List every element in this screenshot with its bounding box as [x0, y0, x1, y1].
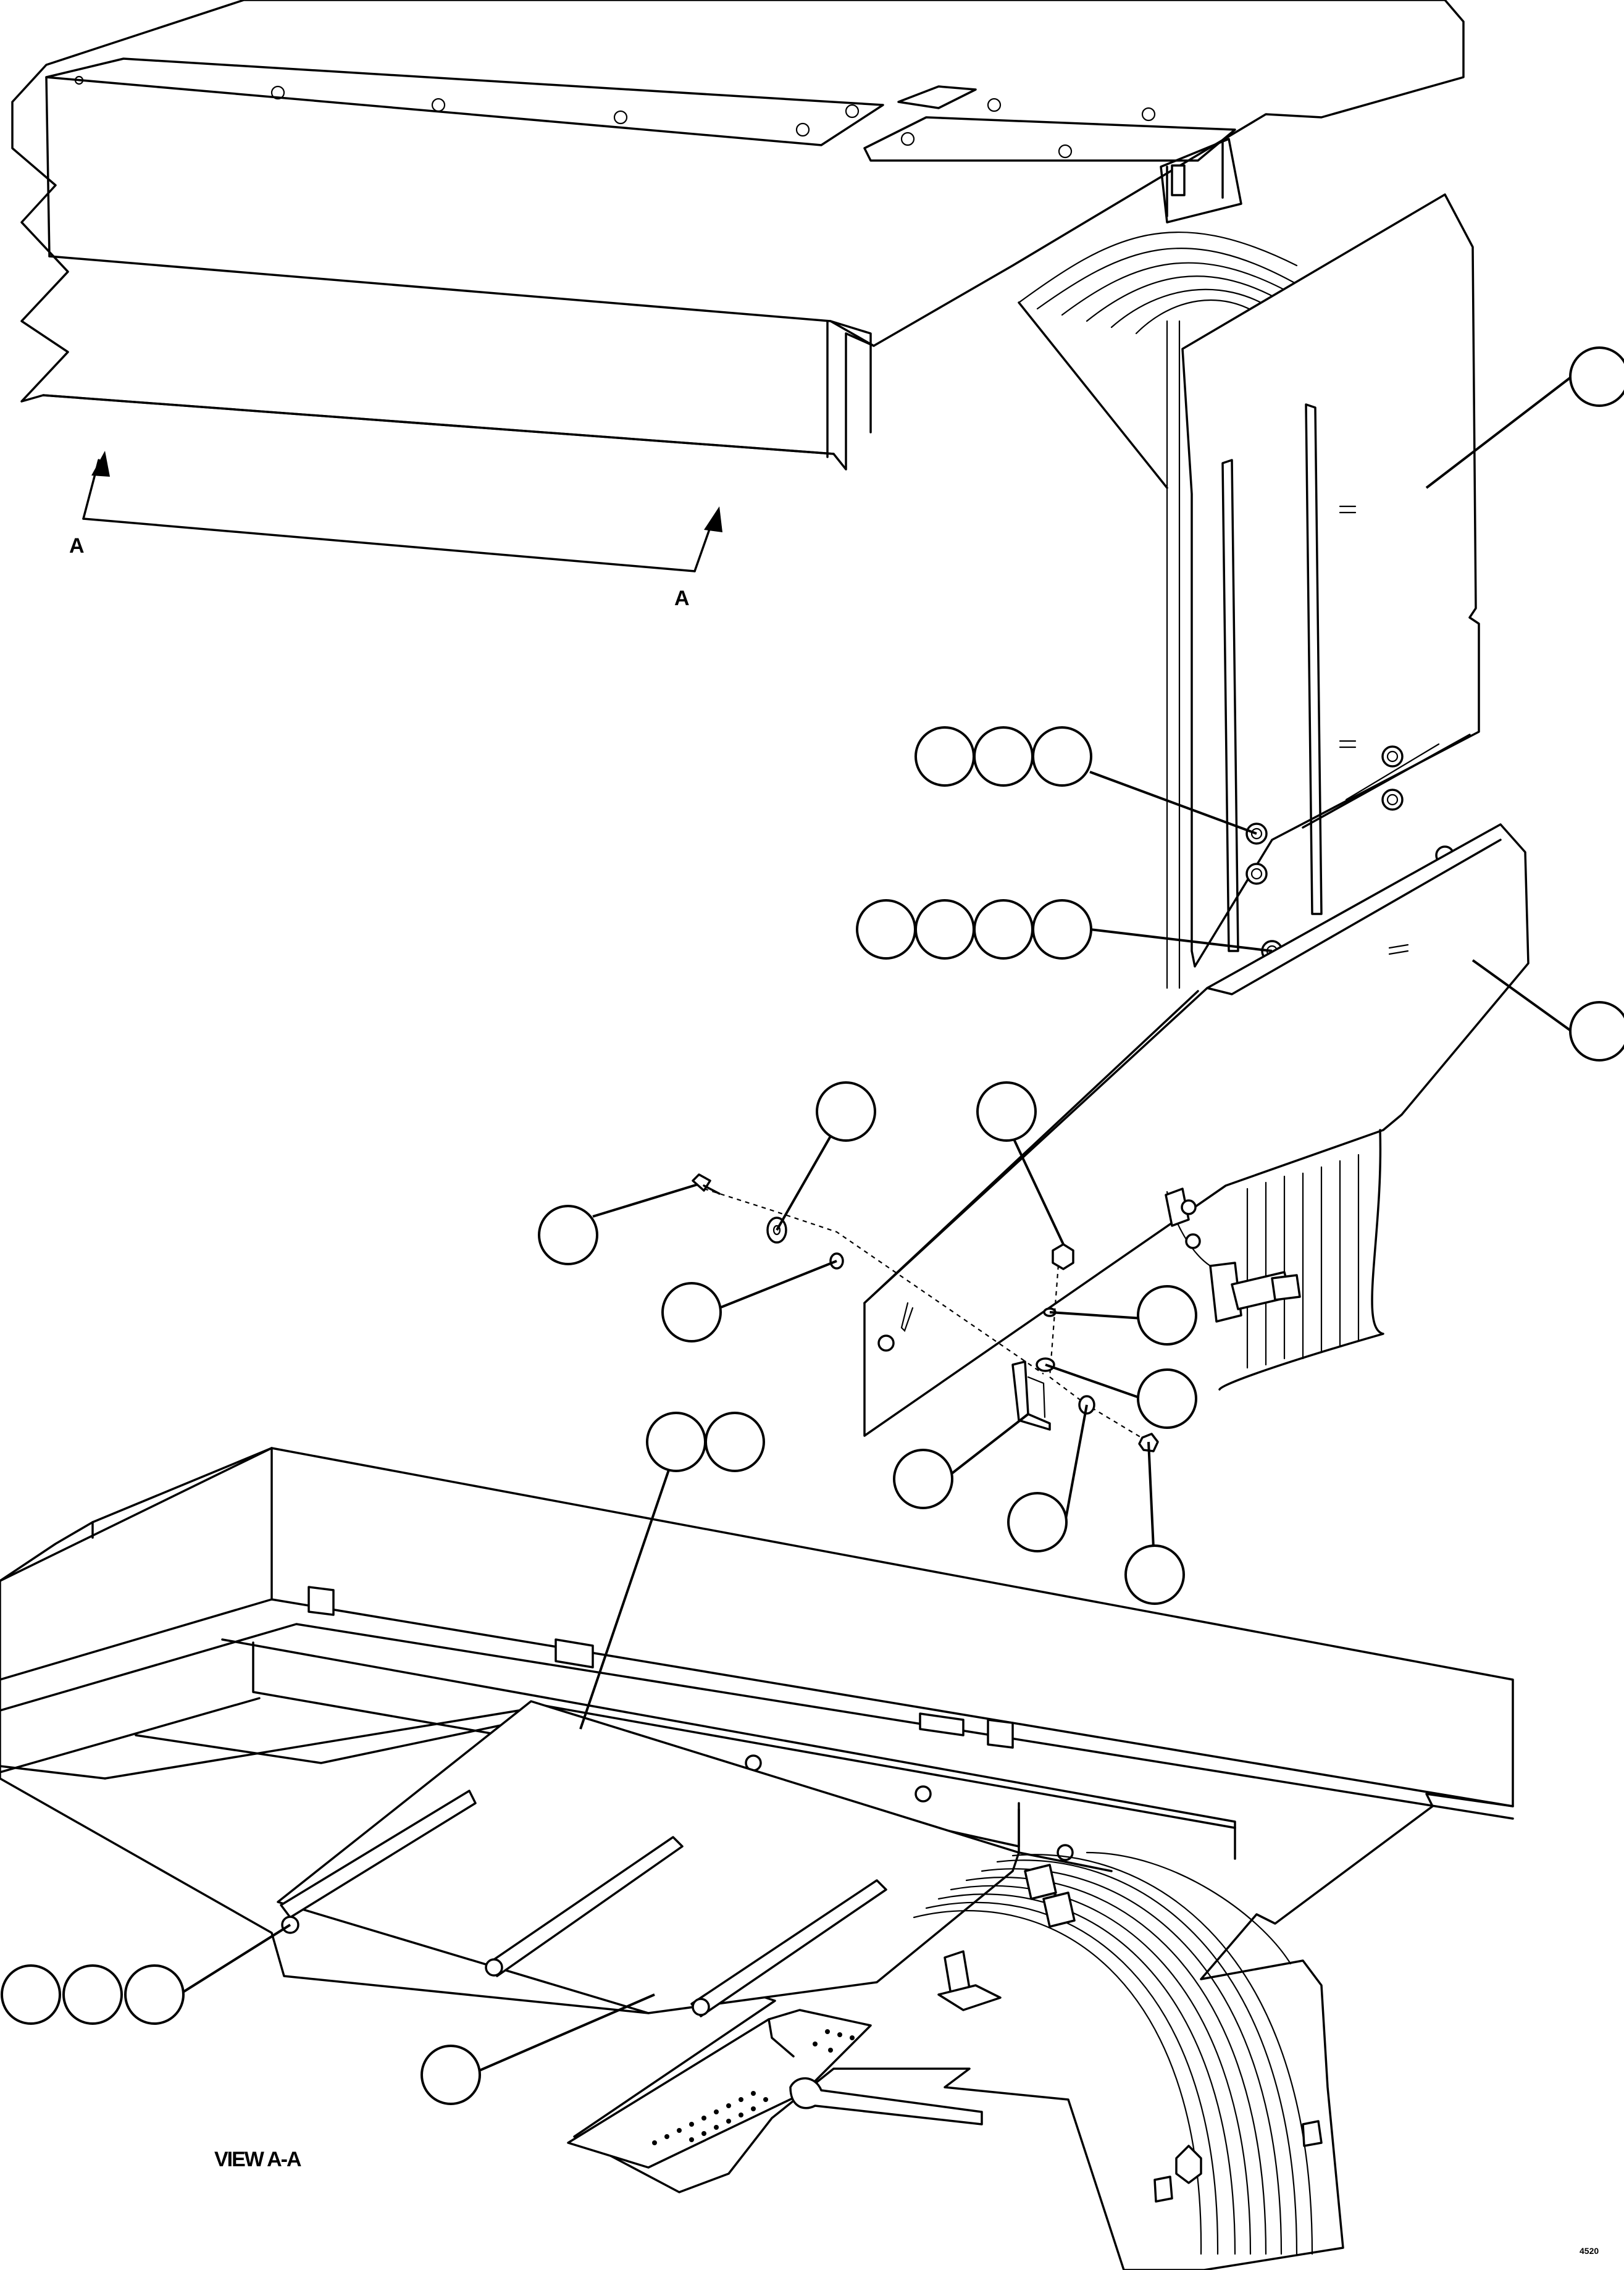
callout-circle — [1137, 1285, 1197, 1346]
lower-mounting-panel — [863, 823, 1530, 1437]
callout-circle — [1137, 1368, 1197, 1429]
callout-circle — [124, 1964, 185, 2025]
callout-circle — [973, 726, 1034, 787]
callout-circle — [1032, 726, 1092, 787]
right-upper-panel — [1181, 193, 1480, 968]
callout-circle — [816, 1081, 876, 1142]
callout-circle — [646, 1412, 706, 1472]
callout-circle — [1, 1964, 61, 2025]
section-marker-right: A — [674, 587, 690, 610]
callout-circle — [1569, 346, 1624, 407]
callout-circle — [661, 1282, 722, 1342]
leader-lines — [178, 375, 1573, 2076]
callout-circle — [856, 899, 916, 960]
callout-circle — [976, 1081, 1037, 1142]
callout-circle — [1569, 1001, 1624, 1062]
view-label: VIEW A-A — [214, 2148, 301, 2171]
callout-circle — [705, 1412, 765, 1472]
lower-frame — [0, 1447, 1514, 2270]
section-arrow-a-a: A A — [69, 451, 722, 610]
section-marker-left: A — [69, 534, 85, 558]
callout-circle — [893, 1449, 953, 1509]
sheet-code: 4520 — [1580, 2246, 1599, 2256]
roof-canopy — [11, 0, 1465, 471]
callout-circle — [915, 726, 975, 787]
callout-circle — [538, 1205, 598, 1265]
callout-circle — [915, 899, 975, 960]
callout-circle — [421, 2045, 481, 2105]
callout-circle — [1032, 899, 1092, 960]
callout-circle — [1124, 1544, 1185, 1605]
hose-bundle-upper — [1018, 232, 1298, 989]
callout-circle — [1007, 1492, 1068, 1552]
callouts — [1, 346, 1624, 2105]
callout-circle — [973, 899, 1034, 960]
callout-circle — [62, 1964, 123, 2025]
